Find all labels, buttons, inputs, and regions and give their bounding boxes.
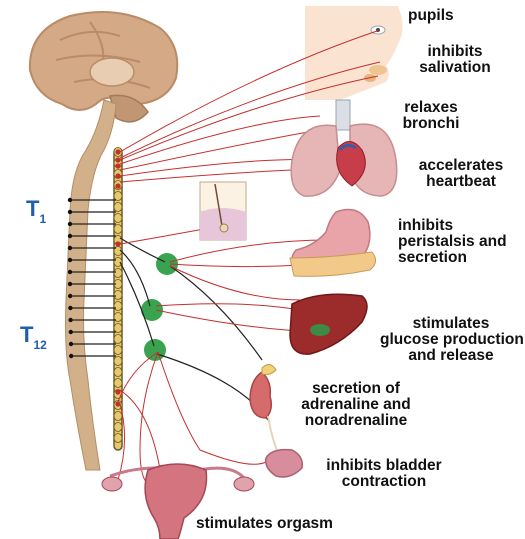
chain-bead <box>114 434 122 443</box>
chain-bead <box>114 412 122 421</box>
active-chain-bead <box>115 389 120 394</box>
adrenal-line-3: noradrenaline <box>284 413 428 429</box>
liver-illustration <box>290 294 367 354</box>
chain-bead <box>114 379 122 388</box>
segment-t1-main: T <box>26 196 39 221</box>
stomach-illustration <box>290 210 376 277</box>
pupils-text: pupils <box>408 8 478 24</box>
salivation-line-1: inhibits <box>400 44 510 60</box>
chain-bead <box>114 423 122 432</box>
stomach-line-1: inhibits <box>398 218 494 234</box>
cord-dot <box>69 330 73 334</box>
chain-bead <box>114 368 122 377</box>
label-salivation: inhibits salivation <box>400 44 510 76</box>
segment-t12-label: T12 <box>20 322 47 348</box>
chain-bead <box>114 357 122 366</box>
chain-bead <box>114 192 122 201</box>
chain-bead <box>114 225 122 234</box>
chain-bead <box>114 269 122 278</box>
liver-line-1: stimulates <box>380 316 522 332</box>
active-chain-bead <box>115 157 120 162</box>
active-chain-bead <box>115 183 120 188</box>
active-chain-bead <box>115 149 120 154</box>
label-pupils: pupils <box>408 8 478 24</box>
label-orgasm: stimulates orgasm <box>196 516 376 532</box>
chain-bead <box>114 203 122 212</box>
bladder-line-2: contraction <box>314 474 454 490</box>
label-peristalsis: inhibits peristalsis and secretion <box>398 218 494 266</box>
inferior-mesenteric-ganglion <box>144 339 166 361</box>
stomach-line-2: peristalsis and <box>398 234 494 250</box>
bladder-line-1: inhibits bladder <box>314 458 454 474</box>
chain-bead <box>114 335 122 344</box>
chain-bead <box>114 291 122 300</box>
cord-dot <box>69 354 73 358</box>
cord-dot <box>68 282 72 286</box>
chain-bead <box>114 346 122 355</box>
face-illustration <box>305 6 403 100</box>
kidney-illustration <box>250 364 280 458</box>
segment-t1-sub: 1 <box>39 212 46 226</box>
cord-dot <box>68 222 72 226</box>
cord-dot <box>68 270 72 274</box>
chain-bead <box>114 258 122 267</box>
uterus-text: stimulates orgasm <box>196 516 376 532</box>
bronchi-line-2: bronchi <box>386 116 476 132</box>
cord-dot <box>68 246 72 250</box>
label-bladder: inhibits bladder contraction <box>314 458 454 490</box>
segment-t1-label: T1 <box>26 196 46 222</box>
active-chain-bead <box>115 401 120 406</box>
adrenal-line-1: secretion of <box>284 381 428 397</box>
bronchi-line-1: relaxes <box>386 100 476 116</box>
active-chain-bead <box>115 173 120 178</box>
label-heartbeat: accelerates heartbeat <box>402 158 520 190</box>
skin-illustration <box>200 182 246 240</box>
stomach-line-3: secretion <box>398 250 494 266</box>
liver-line-2: glucose production <box>380 332 522 348</box>
bladder-illustration <box>266 450 303 477</box>
cord-dot <box>68 306 72 310</box>
segment-t12-sub: 12 <box>33 338 46 352</box>
cord-dot <box>68 258 72 262</box>
liver-line-3: and release <box>380 348 522 364</box>
cord-dot <box>69 342 73 346</box>
cord-dot <box>68 234 72 238</box>
cord-dot <box>68 210 72 214</box>
lungs-illustration <box>291 100 397 196</box>
spinal-cord <box>66 100 117 470</box>
adrenal-line-2: adrenaline and <box>284 397 428 413</box>
cord-dot <box>68 294 72 298</box>
chain-bead <box>114 324 122 333</box>
active-chain-bead <box>115 241 120 246</box>
segment-t12-main: T <box>20 322 33 347</box>
heart-line-1: accelerates <box>402 158 520 174</box>
label-adrenaline: secretion of adrenaline and noradrenalin… <box>284 381 428 429</box>
chain-bead <box>114 302 122 311</box>
cord-dot <box>68 198 72 202</box>
label-glucose: stimulates glucose production and releas… <box>380 316 522 364</box>
cord-dot <box>68 318 72 322</box>
label-bronchi: relaxes bronchi <box>386 100 476 132</box>
active-chain-bead <box>115 163 120 168</box>
chain-bead <box>114 214 122 223</box>
heart-line-2: heartbeat <box>402 174 520 190</box>
salivation-line-2: salivation <box>400 60 510 76</box>
